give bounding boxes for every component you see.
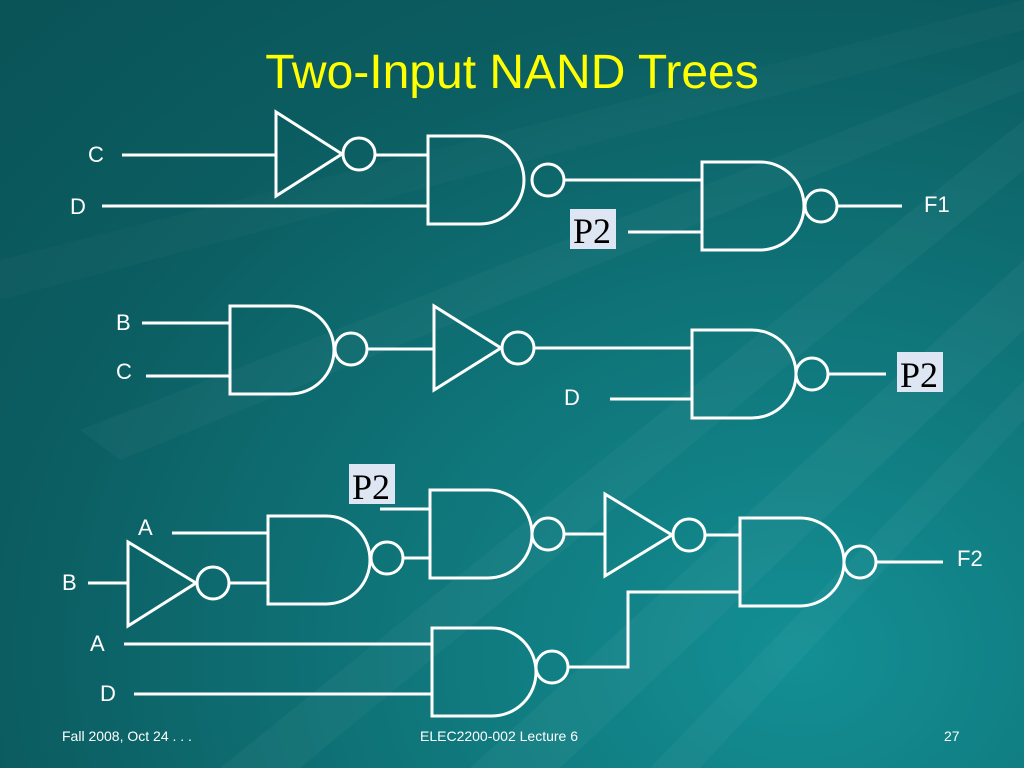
p2-badge-label: P2	[352, 467, 390, 507]
wire	[568, 590, 740, 669]
inverter-bubble	[500, 330, 536, 366]
inverter-bubble	[341, 136, 377, 172]
p2-badge	[570, 209, 616, 249]
nand-gate	[426, 134, 526, 226]
inverter-gate	[432, 303, 504, 393]
nand-gate	[738, 516, 846, 608]
input-label-a-bottom: A	[90, 631, 105, 656]
slide-title: Two-Input NAND Trees	[265, 46, 759, 99]
input-label-d: D	[100, 681, 116, 706]
footer-date: Fall 2008, Oct 24 . . .	[62, 728, 192, 744]
nand-bubble	[794, 356, 830, 392]
output-label-f2: F2	[957, 546, 983, 571]
input-label-c: C	[88, 142, 104, 167]
p2-badge-label: P2	[573, 211, 611, 251]
nand-bubble	[333, 331, 369, 367]
circuit-3: P2 A B F2 A D	[62, 464, 983, 718]
circuit-1: C D P2 F1	[70, 109, 950, 252]
p2-badge	[897, 352, 943, 392]
inverter-bubble	[671, 517, 707, 553]
input-label-b: B	[62, 570, 77, 595]
nand-gate	[700, 160, 806, 252]
nand-bubble	[803, 188, 839, 224]
nand-gate	[690, 328, 798, 420]
nand-bubble	[842, 544, 878, 580]
input-label-b: B	[116, 310, 131, 335]
nand-bubble	[530, 516, 566, 552]
nand-gate	[228, 304, 336, 396]
p2-badge	[349, 464, 395, 504]
nand-bubble	[534, 649, 570, 685]
input-label-d: D	[70, 194, 86, 219]
nand-gate	[430, 626, 538, 718]
circuit-2: B C D P2	[116, 303, 943, 420]
nand-bubble	[530, 162, 566, 198]
output-label-f1: F1	[924, 192, 950, 217]
input-label-d: D	[564, 385, 580, 410]
inverter-gate	[603, 491, 675, 579]
input-label-c: C	[116, 359, 132, 384]
nand-gate	[428, 488, 534, 580]
inverter-bubble	[195, 565, 231, 601]
footer-course: ELEC2200-002 Lecture 6	[420, 728, 578, 744]
inverter-gate	[274, 109, 345, 199]
footer-page-number: 27	[944, 728, 960, 744]
nand-bubble	[369, 540, 405, 576]
inverter-gate	[126, 539, 199, 629]
p2-badge-label: P2	[900, 355, 938, 395]
nand-gate	[266, 514, 372, 606]
input-label-a-top: A	[138, 515, 153, 540]
